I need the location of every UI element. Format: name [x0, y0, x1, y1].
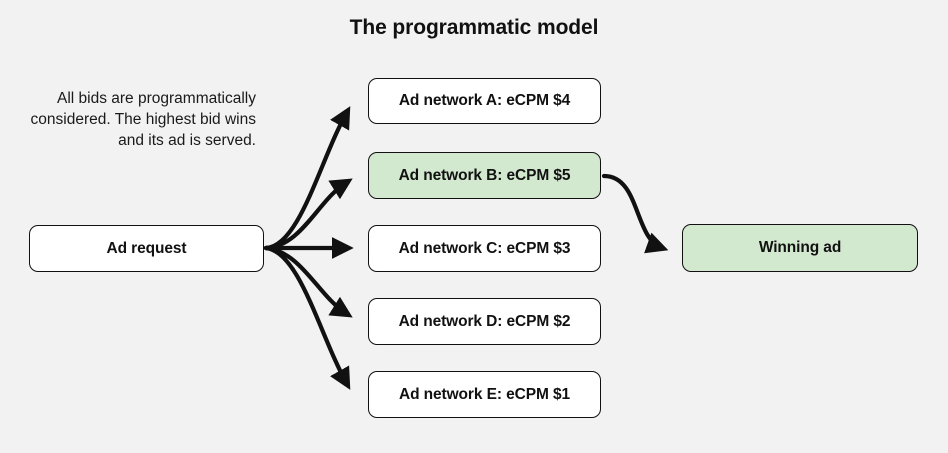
node-ad-network-d-label: Ad network D: eCPM $2 [398, 312, 571, 330]
node-ad-network-a[interactable]: Ad network A: eCPM $4 [368, 78, 601, 124]
node-ad-network-c[interactable]: Ad network C: eCPM $3 [368, 225, 601, 272]
node-ad-network-e-label: Ad network E: eCPM $1 [398, 385, 571, 403]
node-ad-network-d[interactable]: Ad network D: eCPM $2 [368, 298, 601, 345]
edge-ad-request-to-network-a [263, 106, 351, 251]
node-ad-request-label: Ad request [106, 239, 187, 257]
node-ad-network-b[interactable]: Ad network B: eCPM $5 [368, 152, 601, 199]
edge-ad-request-to-network-d [263, 245, 353, 318]
node-ad-network-b-label: Ad network B: eCPM $5 [398, 166, 571, 184]
node-ad-network-e[interactable]: Ad network E: eCPM $1 [368, 371, 601, 418]
edge-ad-request-to-network-b [263, 178, 353, 251]
node-ad-request[interactable]: Ad request [29, 225, 264, 272]
page-title: The programmatic model [349, 16, 599, 39]
node-ad-network-a-label: Ad network A: eCPM $4 [398, 92, 571, 109]
edge-network-b-to-winning-ad [601, 173, 669, 254]
edge-ad-request-to-network-e [263, 245, 351, 390]
node-ad-network-c-label: Ad network C: eCPM $3 [398, 239, 571, 257]
node-winning-ad-label: Winning ad [758, 239, 842, 256]
explanatory-caption: All bids are programmatically considered… [30, 90, 256, 149]
node-winning-ad[interactable]: Winning ad [682, 224, 918, 272]
